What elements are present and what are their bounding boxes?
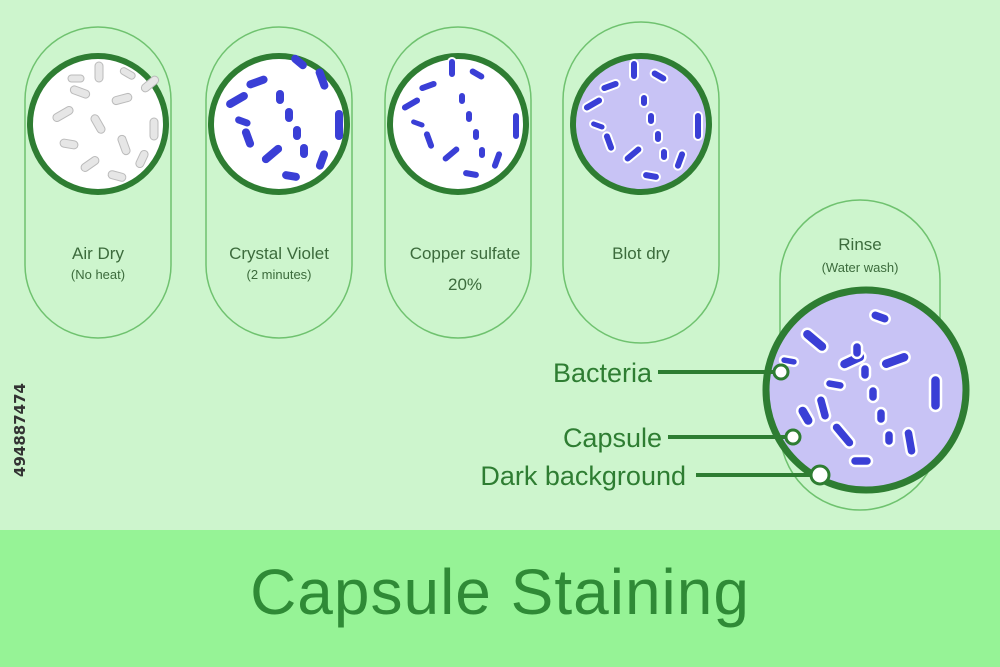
step-label: Rinse bbox=[838, 235, 881, 254]
bacteria-label: Bacteria bbox=[553, 358, 653, 388]
step-detail: (2 minutes) bbox=[246, 267, 311, 282]
dark-background-label: Dark background bbox=[480, 461, 686, 491]
step-frame bbox=[384, 26, 532, 339]
capsule-label: Capsule bbox=[563, 423, 662, 453]
step-label: Air Dry bbox=[72, 244, 124, 263]
bacteria-callout-marker bbox=[772, 363, 790, 381]
step-rinse: Rinse (Water wash) bbox=[762, 199, 970, 511]
step-crystal-violet: Crystal Violet (2 minutes) bbox=[205, 26, 353, 339]
title-banner bbox=[0, 530, 1000, 667]
stained-bacteria bbox=[399, 57, 521, 180]
capsule-staining-diagram: Air Dry (No heat) Crystal Violet (2 minu… bbox=[24, 21, 970, 511]
stained-bacteria bbox=[581, 59, 703, 182]
step-frame bbox=[562, 21, 720, 344]
step-detail: (Water wash) bbox=[822, 260, 899, 275]
capsule-callout-marker bbox=[784, 428, 802, 446]
callouts: Bacteria Capsule Dark background bbox=[480, 358, 831, 491]
capsulated-bacteria bbox=[778, 309, 943, 468]
step-copper-sulfate: Copper sulfate 20% bbox=[384, 26, 532, 339]
step-label: Crystal Violet bbox=[229, 244, 329, 263]
step-blot-dry: Blot dry bbox=[562, 21, 720, 344]
page-title: Capsule Staining bbox=[250, 556, 750, 628]
unstained-bacteria bbox=[52, 61, 160, 182]
step-air-dry: Air Dry (No heat) bbox=[24, 26, 172, 339]
slide-crystal-violet bbox=[208, 53, 350, 195]
step-detail: (No heat) bbox=[71, 267, 125, 282]
step-detail: 20% bbox=[448, 275, 482, 294]
stock-id-watermark: 494887474 bbox=[11, 383, 29, 477]
step-frame bbox=[24, 26, 172, 339]
step-label: Blot dry bbox=[612, 244, 670, 263]
step-label: Copper sulfate bbox=[410, 244, 521, 263]
stained-bacteria bbox=[226, 54, 343, 181]
step-frame bbox=[205, 26, 353, 339]
background-callout-marker bbox=[809, 464, 831, 486]
